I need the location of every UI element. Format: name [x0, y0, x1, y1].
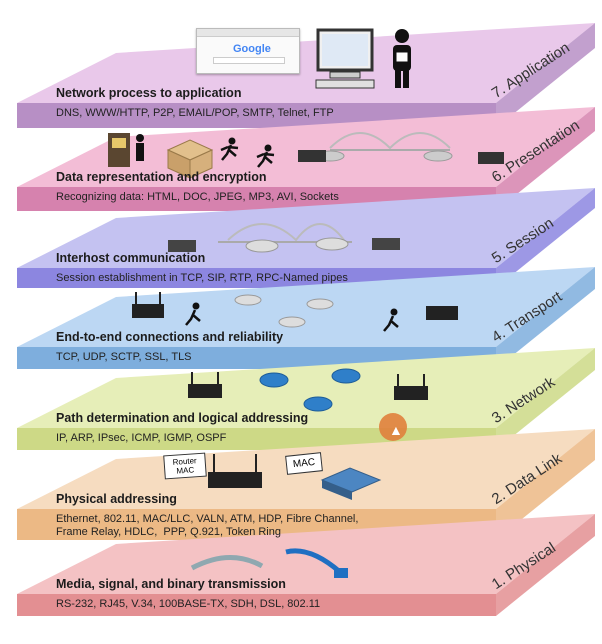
router-icon — [132, 292, 458, 328]
layer-description: DNS, WWW/HTTP, P2P, EMAIL/POP, SMTP, Tel… — [56, 107, 334, 119]
router-icon — [188, 372, 428, 400]
layer-title: Interhost communication — [56, 251, 206, 265]
search-box — [213, 57, 285, 64]
layer-title: Path determination and logical addressin… — [56, 411, 309, 425]
person-icon — [393, 29, 411, 88]
layer-top — [17, 267, 595, 347]
layer-front — [17, 594, 496, 616]
layer-description: IP, ARP, IPsec, ICMP, IGMP, OSPF — [56, 432, 227, 444]
layer-side — [496, 348, 595, 450]
layer-side — [496, 514, 595, 616]
layer-side — [496, 429, 595, 540]
layer-top — [17, 23, 595, 103]
layer-side — [496, 267, 595, 369]
running-person-icon — [185, 302, 399, 332]
layer-description: Ethernet, 802.11, MAC/LLC, VALN, ATM, HD… — [56, 513, 359, 538]
router-icon — [298, 150, 504, 164]
router-mac-tag: Router MAC — [163, 452, 207, 480]
browser-toolbar — [197, 29, 299, 37]
switch-icon — [320, 467, 382, 500]
layer-title: Physical addressing — [56, 492, 177, 506]
running-person-icon — [220, 137, 275, 168]
layer-title: Media, signal, and binary transmission — [56, 577, 286, 591]
layer-title: Network process to application — [56, 86, 242, 100]
layer-side — [496, 188, 595, 288]
layer-description: Recognizing data: HTML, DOC, JPEG, MP3, … — [56, 191, 339, 203]
cursor-highlight — [379, 413, 407, 441]
browser-window: Google — [196, 28, 300, 74]
cursor-icon: ▲ — [389, 422, 403, 438]
layer-side — [496, 23, 595, 128]
router-icon — [208, 454, 262, 488]
layer-title: End-to-end connections and reliability — [56, 330, 284, 344]
computer-icon — [315, 28, 375, 89]
layer-top — [17, 348, 595, 428]
layer-description: TCP, UDP, SCTP, SSL, TLS — [56, 351, 192, 363]
search-logo: Google — [233, 43, 271, 55]
layer-description: Session establishment in TCP, SIP, RTP, … — [56, 272, 348, 284]
layer-top — [17, 188, 595, 268]
package-icon — [166, 139, 214, 179]
cable-icon — [190, 548, 348, 578]
layer-title: Data representation and encryption — [56, 170, 267, 184]
network-switch-icon — [259, 368, 361, 412]
layer-description: RS-232, RJ45, V.34, 100BASE-TX, SDH, DSL… — [56, 598, 321, 610]
mac-tag: MAC — [285, 452, 323, 475]
atm-person-icon — [108, 133, 144, 167]
layer-side — [496, 107, 595, 211]
bridge-icon — [168, 223, 400, 253]
layer-top — [17, 107, 595, 187]
